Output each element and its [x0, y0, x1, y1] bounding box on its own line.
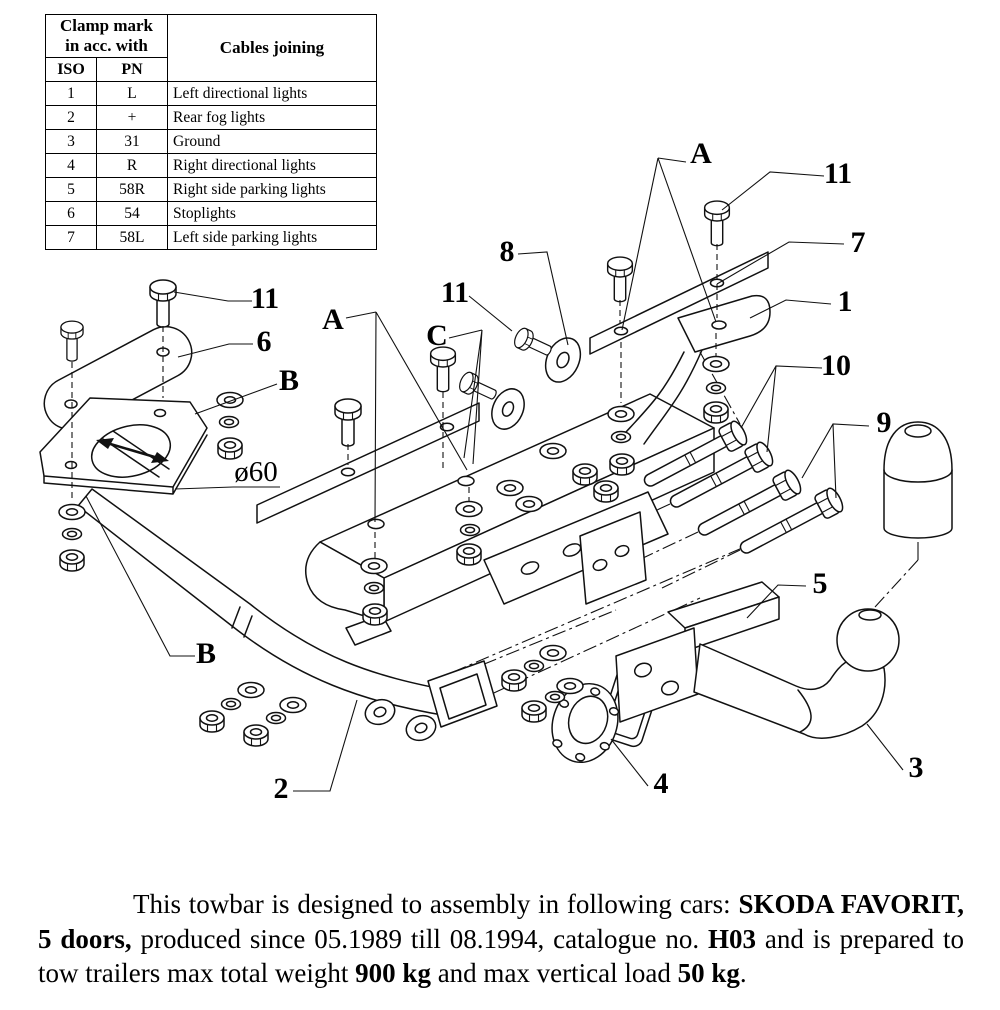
description-segment: . [739, 958, 747, 988]
callout-a-left: A [322, 303, 344, 336]
callout-11-left: 11 [251, 282, 279, 315]
callout-6: 6 [257, 325, 272, 358]
callout-a-top: A [690, 137, 712, 170]
description-segment: and is prepared to tow trailers max tota… [38, 923, 964, 989]
cup-washer [491, 388, 525, 430]
cell-iso: 7 [45, 225, 97, 250]
callout-b-left: B [196, 637, 216, 670]
cell-cable: Left side parking lights [167, 225, 377, 250]
callout-b-right: B [279, 364, 299, 397]
table-header-cables: Cables joining [167, 14, 377, 82]
cell-pn: 58L [96, 225, 168, 250]
callout-labels: A 11 7 1 10 9 8 11 C A 11 6 B ø60 5 B 2 … [196, 137, 924, 805]
ball-cover [874, 421, 953, 608]
ball-arm-part3 [693, 608, 900, 739]
callout-4: 4 [654, 767, 669, 800]
description-segment: and max vertical load [430, 958, 678, 988]
top-bracket [677, 294, 771, 353]
description-paragraph: This towbar is designed to assembly in f… [38, 887, 964, 991]
base-plate-part-b [39, 397, 208, 495]
callout-2: 2 [274, 772, 289, 805]
diameter-label: ø60 [234, 456, 278, 488]
description-segment: produced since 05.1989 till 08.1994, cat… [131, 923, 709, 954]
callout-8: 8 [500, 235, 515, 268]
description-segment: This towbar is designed to assembly in f… [133, 889, 739, 919]
callout-c: C [426, 319, 448, 352]
leader-lines [85, 157, 904, 792]
cell-pn: 58R [96, 177, 168, 202]
callout-11-middle: 11 [441, 276, 469, 309]
callout-10: 10 [821, 349, 851, 382]
callout-7: 7 [851, 226, 866, 259]
cell-cable: Ground [167, 129, 377, 154]
cell-cable: Rear fog lights [167, 105, 377, 130]
clamp-mark-table: Clamp mark in acc. with Cables joining I… [45, 14, 377, 250]
cell-cable: Right directional lights [167, 153, 377, 178]
description-max-vertical-load: 50 kg [677, 958, 740, 988]
callout-9: 9 [877, 406, 892, 439]
cell-pn: R [96, 153, 168, 178]
callout-5: 5 [813, 567, 828, 600]
callout-11-top-right: 11 [824, 157, 852, 190]
flat-strip-upper [589, 251, 769, 355]
bolt-axes [71, 244, 718, 558]
towbar-beam-part2 [77, 488, 498, 742]
cell-pn: L [96, 81, 168, 106]
table-header-clamp-line2: in acc. with [65, 36, 148, 55]
table-header-pn: PN [96, 57, 168, 82]
diameter-arrow [96, 438, 169, 463]
flat-strip-lower [256, 402, 480, 524]
callout-1: 1 [838, 285, 853, 318]
receiver-part5 [615, 581, 780, 723]
table-header-clamp-line1: Clamp mark [59, 16, 154, 35]
table-header-clamp: Clamp mark in acc. with [45, 14, 168, 58]
description-car-model: SKODA FAVORIT, 5 doors, [38, 889, 964, 954]
cup-washer [544, 337, 582, 383]
description-max-weight: 900 kg [355, 958, 431, 988]
description-catalogue-no: H03 [708, 923, 757, 954]
callout-3: 3 [909, 751, 924, 784]
